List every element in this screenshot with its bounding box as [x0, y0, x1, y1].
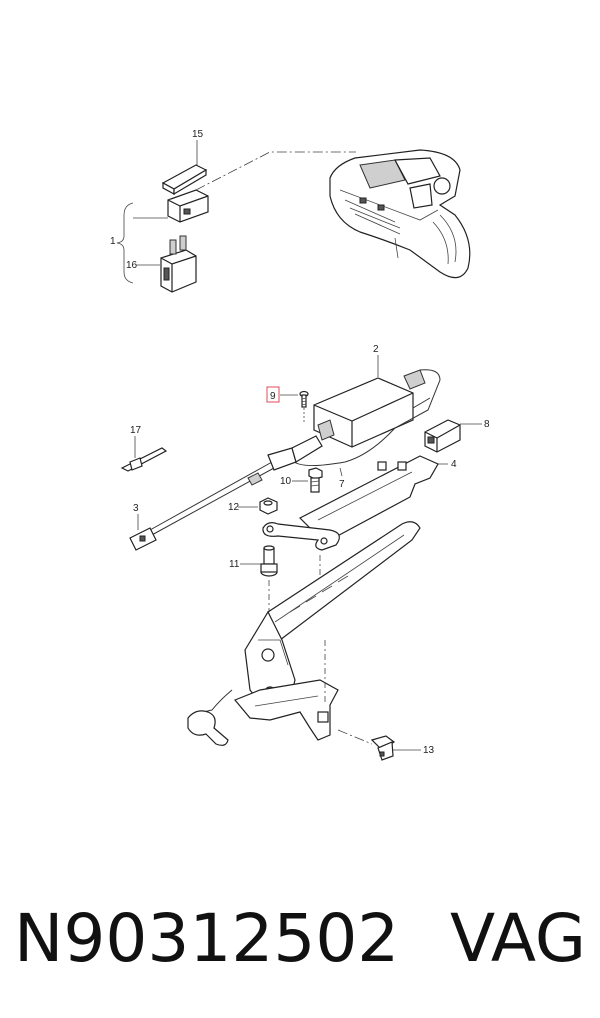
clip-13-icon — [370, 735, 396, 761]
grommet-11-icon — [260, 545, 278, 577]
exploded-parts-diagram: 15 1 16 — [110, 129, 490, 761]
callout-9-highlight — [266, 386, 280, 403]
lower-handbrake-group: 2 9 8 17 — [120, 344, 490, 761]
callout-13: 13 — [423, 745, 435, 756]
callout-2: 2 — [373, 344, 379, 355]
callout-9: 9 — [270, 391, 276, 402]
part-number-caption: N90312502 VAG — [14, 893, 586, 983]
callout-11: 11 — [229, 559, 240, 570]
callout-12: 12 — [228, 502, 240, 513]
callout-17: 17 — [130, 425, 142, 436]
bolt-10-icon — [308, 467, 323, 493]
callout-15: 15 — [192, 129, 204, 140]
screw-9-icon — [299, 390, 309, 408]
nut-12-icon — [259, 497, 278, 515]
callout-1: 1 — [110, 236, 116, 247]
callout-3: 3 — [133, 503, 139, 514]
callout-4: 4 — [451, 459, 457, 470]
callout-7: 7 — [339, 479, 345, 490]
part-code: N90312502 — [14, 899, 400, 977]
callout-16: 16 — [126, 260, 138, 271]
brand-label: VAG — [449, 899, 586, 977]
callout-8: 8 — [484, 419, 490, 430]
upper-switch-group: 15 1 16 — [110, 129, 471, 293]
callout-10: 10 — [280, 476, 292, 487]
